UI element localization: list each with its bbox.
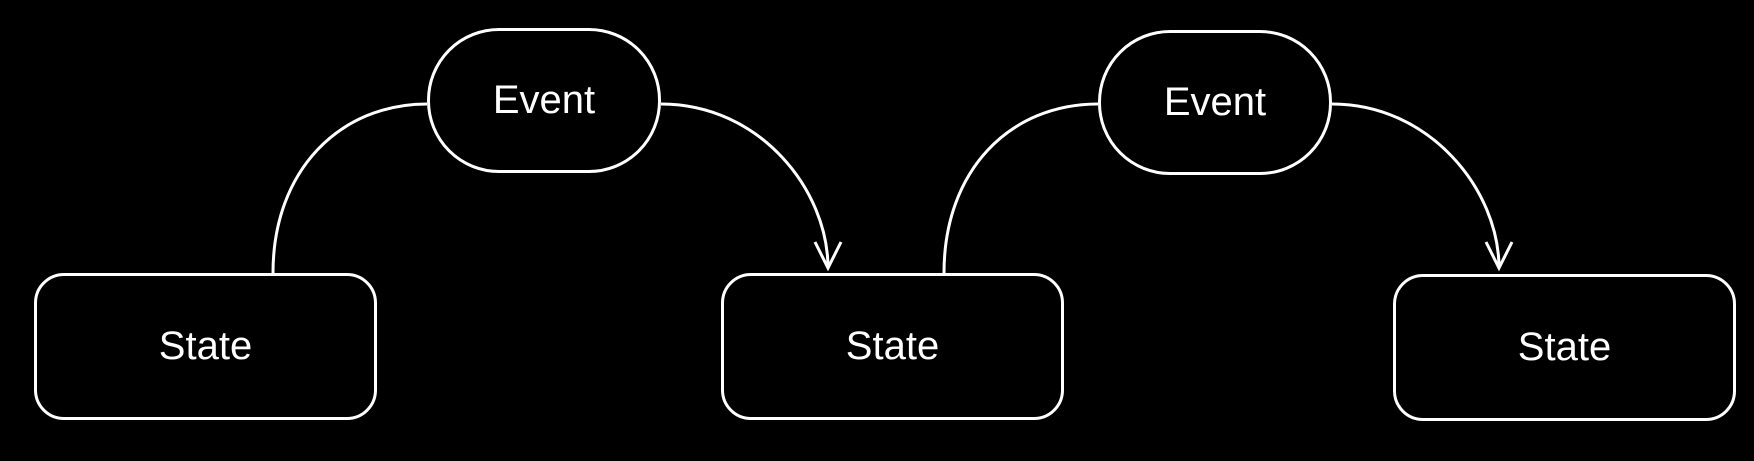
event-node-2: Event <box>1098 30 1332 175</box>
connector-state2-to-event2 <box>942 102 1099 274</box>
arrowhead-icon <box>1484 241 1514 272</box>
state-node-2: State <box>721 273 1064 420</box>
event-label: Event <box>1163 80 1267 124</box>
event-node-1: Event <box>427 28 661 173</box>
connector-state1-to-event1 <box>271 102 428 274</box>
arrow-event1-to-state2 <box>660 102 830 269</box>
arrowhead-icon <box>813 241 843 272</box>
state-label: State <box>1517 325 1612 369</box>
arrow-event2-to-state3 <box>1331 102 1501 269</box>
state-node-1: State <box>34 273 377 420</box>
state-label: State <box>845 324 940 368</box>
state-node-3: State <box>1393 274 1736 421</box>
event-label: Event <box>492 78 596 122</box>
state-label: State <box>158 324 253 368</box>
